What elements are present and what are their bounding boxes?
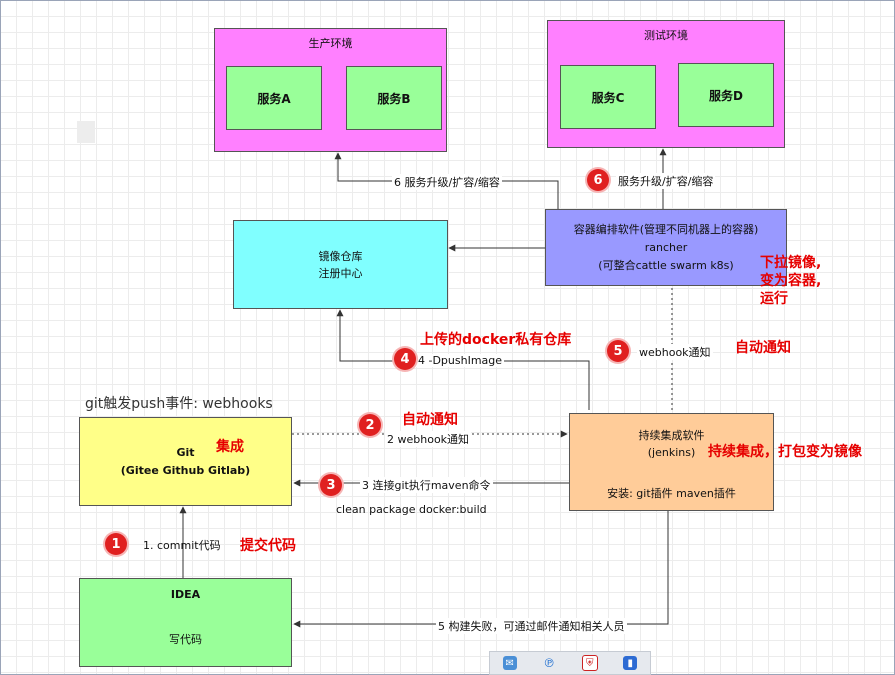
label-webhook-2: 2 webhook通知 xyxy=(385,431,472,447)
label-push-image: 4 -DpushImage xyxy=(416,354,505,367)
badge-2: 2 xyxy=(359,414,381,436)
git-title: Git xyxy=(176,445,195,459)
annotation-ci-build: 持续集成，打包变为镜像 xyxy=(708,444,862,460)
annotation-pull-image: 下拉镜像, 变为容器, 运行 xyxy=(760,254,821,308)
taskbar: ✉ ℗ ⛨ ▮ xyxy=(489,651,651,675)
prod-env-title: 生产环境 xyxy=(308,37,353,50)
orchestrator-box: 容器编排软件(管理不同机器上的容器) rancher (可整合cattle sw… xyxy=(545,209,787,286)
edge-build-fail xyxy=(293,511,669,628)
orchestrator-line1: 容器编排软件(管理不同机器上的容器) xyxy=(573,222,759,236)
service-c-label: 服务C xyxy=(591,90,625,105)
registry-line1: 镜像仓库 xyxy=(318,249,363,263)
orchestrator-line2: rancher xyxy=(644,240,688,254)
annotation-commit-code: 提交代码 xyxy=(240,538,296,554)
idea-box: IDEA 写代码 xyxy=(79,578,292,667)
git-subtitle: (Gitee Github Gitlab) xyxy=(120,463,251,477)
badge-1: 1 xyxy=(105,533,127,555)
defender-icon[interactable]: ▮ xyxy=(623,656,638,670)
annotation-auto-notify-5: 自动通知 xyxy=(735,340,791,356)
mail-icon[interactable]: ✉ xyxy=(502,656,517,670)
label-maven-3: 3 连接git执行maven命令 xyxy=(360,477,493,493)
prod-env-box: 生产环境 服务A 服务B xyxy=(214,28,447,152)
service-d-label: 服务D xyxy=(709,88,743,103)
shield-icon[interactable]: ⛨ xyxy=(581,655,598,671)
placeholder-square xyxy=(77,121,95,143)
service-a-box: 服务A xyxy=(226,66,322,130)
jenkins-plugins: 安装: git插件 maven插件 xyxy=(607,487,736,500)
jenkins-subtitle: (jenkins) xyxy=(647,446,696,459)
test-env-title: 测试环境 xyxy=(644,29,688,42)
jenkins-title: 持续集成软件 xyxy=(638,429,705,442)
annotation-private-repo: 上传的docker私有仓库 xyxy=(420,332,572,348)
annotation-pull-image-line3: 运行 xyxy=(760,291,788,307)
badge-5: 5 xyxy=(607,340,629,362)
label-maven-cmd: clean package docker:build xyxy=(336,503,487,516)
registry-line2: 注册中心 xyxy=(318,266,363,280)
annotation-auto-notify-2: 自动通知 xyxy=(402,412,458,428)
annotation-pull-image-line2: 变为容器, xyxy=(760,273,822,289)
service-c-box: 服务C xyxy=(560,65,656,129)
registry-box: 镜像仓库 注册中心 xyxy=(233,220,448,309)
orchestrator-line3: (可整合cattle swarm k8s) xyxy=(598,258,734,272)
badge-4: 4 xyxy=(394,348,416,370)
test-env-box: 测试环境 服务C 服务D xyxy=(547,20,785,148)
idea-subtitle: 写代码 xyxy=(169,633,202,646)
badge-3: 3 xyxy=(320,474,342,496)
annotation-integrate: 集成 xyxy=(216,439,244,455)
bluetooth-icon[interactable]: ℗ xyxy=(543,656,556,670)
label-webhook-5: webhook通知 xyxy=(637,344,713,360)
badge-6: 6 xyxy=(587,169,609,191)
git-box: Git (Gitee Github Gitlab) xyxy=(79,417,292,506)
label-commit-1: 1. commit代码 xyxy=(143,539,221,552)
label-upgrade-prod: 6 服务升级/扩容/缩容 xyxy=(392,174,502,190)
annotation-pull-image-line1: 下拉镜像, xyxy=(760,255,822,271)
service-d-box: 服务D xyxy=(678,63,774,127)
label-upgrade-test: 服务升级/扩容/缩容 xyxy=(616,173,716,189)
label-build-fail: 5 构建失败，可通过邮件通知相关人员 xyxy=(436,618,627,634)
label-git-trigger: git触发push事件: webhooks xyxy=(85,396,273,412)
service-b-label: 服务B xyxy=(377,91,411,106)
idea-title: IDEA xyxy=(170,588,201,601)
service-b-box: 服务B xyxy=(346,66,442,130)
service-a-label: 服务A xyxy=(257,91,291,106)
jenkins-box: 持续集成软件 (jenkins) 安装: git插件 maven插件 xyxy=(569,413,774,511)
